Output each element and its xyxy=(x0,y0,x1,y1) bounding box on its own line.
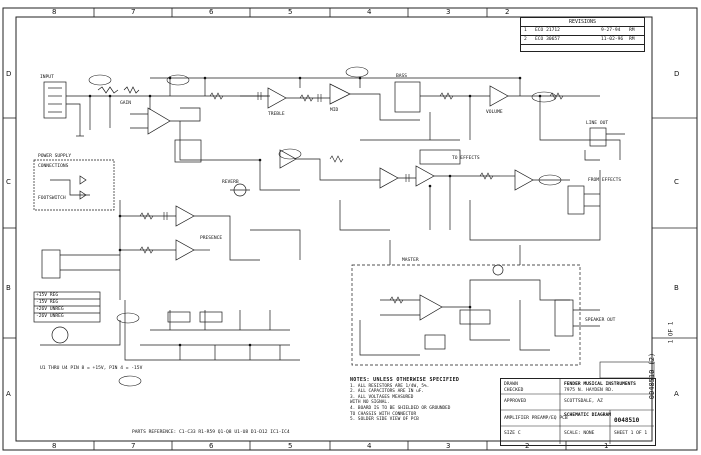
title-drawn: DRAWN xyxy=(504,382,518,387)
note-line: 1. ALL RESISTORS ARE 1/4W, 5%. xyxy=(350,383,430,389)
zone-bottom-1: 1 xyxy=(604,442,609,450)
zone-left-a: A xyxy=(6,390,11,398)
zone-right-b: B xyxy=(674,284,679,292)
label-bass: BASS xyxy=(396,74,408,79)
label-presence: PRESENCE xyxy=(200,236,223,241)
zone-bottom-4: 4 xyxy=(367,442,372,450)
title-checked: CHECKED xyxy=(504,388,524,393)
note-line: 2. ALL CAPACITORS ARE IN uF. xyxy=(350,389,425,395)
label-power: POWER SUPPLY xyxy=(38,154,72,159)
notes-block: NOTES: UNLESS OTHERWISE SPECIFIED 1. ALL… xyxy=(350,377,460,423)
revision-number: 1 xyxy=(524,28,527,33)
revision-description: ECO 21712 xyxy=(535,28,560,33)
zone-right-d: D xyxy=(674,70,680,78)
side-drawing-number: 0048510 (2) xyxy=(644,320,660,438)
revision-row: 1 ECO 21712 9-27-94 RM xyxy=(521,27,644,36)
zone-top-7: 7 xyxy=(131,8,136,16)
label-voltage-1: +15V REG xyxy=(36,293,59,298)
title-model: AMPLIFIER PREAMP/EQ PCB xyxy=(504,416,568,421)
zone-bottom-7: 7 xyxy=(131,442,136,450)
zone-right-a: A xyxy=(674,390,679,398)
title-size: SIZE C xyxy=(504,431,521,436)
zone-left-d: D xyxy=(6,70,12,78)
title-address: 7975 N. HAYDEN RD. xyxy=(564,388,614,393)
title-block: DRAWN CHECKED APPROVED FENDER MUSICAL IN… xyxy=(500,378,656,446)
zone-top-6: 6 xyxy=(209,8,214,16)
label-speaker: SPEAKER OUT xyxy=(585,318,616,323)
components xyxy=(139,92,564,304)
inner-border xyxy=(15,16,653,442)
zone-bottom-6: 6 xyxy=(209,442,214,450)
zone-top-3: 3 xyxy=(446,8,451,16)
title-main: SCHEMATIC DIAGRAM xyxy=(564,413,612,418)
note-line: 5. SOLDER SIDE VIEW OF PCB xyxy=(350,417,419,423)
revision-author: RM xyxy=(629,37,635,42)
revision-date: 9-27-94 xyxy=(601,28,621,33)
label-voltage-4: -26V UNREG xyxy=(36,314,64,319)
label-power-sub: CONNECTIONS xyxy=(38,164,69,169)
note-line: 3. ALL VOLTAGES MEASURED xyxy=(350,394,414,400)
revision-block: REVISIONS 1 ECO 21712 9-27-94 RM 2 ECO 3… xyxy=(520,17,645,52)
outer-border xyxy=(2,7,698,451)
label-volume: VOLUME xyxy=(486,110,503,115)
revision-row: 2 ECO 30657 11-02-96 RM xyxy=(521,36,644,45)
zone-left-b: B xyxy=(6,284,11,292)
revision-author: RM xyxy=(629,28,635,33)
label-ic-note: U1 THRU U4 PIN 8 = +15V, PIN 4 = -15V xyxy=(40,366,143,371)
side-sheet-number: 1 OF 1 xyxy=(667,321,675,344)
zone-top-8: 8 xyxy=(52,8,57,16)
zone-top-4: 4 xyxy=(367,8,372,16)
title-scale: SCALE: NONE xyxy=(564,431,595,436)
zone-top-2: 2 xyxy=(505,8,510,16)
zone-bottom-2: 2 xyxy=(525,442,530,450)
zone-bottom-8: 8 xyxy=(52,442,57,450)
label-gain: GAIN xyxy=(120,101,132,106)
label-middle: MID xyxy=(330,108,339,113)
zone-right-c: C xyxy=(674,178,679,186)
revision-date: 11-02-96 xyxy=(601,37,624,42)
junction-dots xyxy=(88,76,542,347)
revision-description: ECO 30657 xyxy=(535,37,560,42)
side-drawing-number-text: 0048510 (2) xyxy=(648,352,656,400)
title-city: SCOTTSDALE, AZ xyxy=(564,399,603,404)
revision-heading: REVISIONS xyxy=(521,18,644,27)
label-voltage-2: -15V REG xyxy=(36,300,59,305)
label-input: INPUT xyxy=(40,75,54,80)
note-line: WITH NO SIGNAL. xyxy=(350,400,390,406)
label-fx-return: FROM EFFECTS xyxy=(588,178,622,183)
label-footswitch: FOOTSWITCH xyxy=(38,196,66,201)
revision-number: 2 xyxy=(524,37,527,42)
parts-list: PARTS REFERENCE: C1-C33 R1-R59 Q1-Q8 U1-… xyxy=(132,430,290,435)
label-treble: TREBLE xyxy=(268,112,285,117)
label-line-out: LINE OUT xyxy=(586,121,609,126)
label-master: MASTER xyxy=(402,258,419,263)
circuit-wiring xyxy=(33,77,625,366)
title-company: FENDER MUSICAL INSTRUMENTS xyxy=(564,382,636,387)
zone-bottom-3: 3 xyxy=(446,442,451,450)
title-drawing-number: 0048510 xyxy=(614,417,640,424)
title-sheet: SHEET 1 OF 1 xyxy=(614,431,648,436)
note-line: TO CHASSIS WITH CONNECTOR xyxy=(350,411,417,417)
notes-title: NOTES: UNLESS OTHERWISE SPECIFIED xyxy=(350,377,460,383)
label-reverb: REVERB xyxy=(222,180,239,185)
zone-left-c: C xyxy=(6,178,11,186)
zone-top-5: 5 xyxy=(288,8,293,16)
label-fx-send: TO EFFECTS xyxy=(452,156,480,161)
zone-bottom-5: 5 xyxy=(288,442,293,450)
title-approved: APPROVED xyxy=(504,399,527,404)
voltage-bubbles xyxy=(88,66,562,387)
label-voltage-3: +26V UNREG xyxy=(36,307,64,312)
note-line: 4. BOARD IS TO BE SHIELDED OR GROUNDED xyxy=(350,405,451,411)
